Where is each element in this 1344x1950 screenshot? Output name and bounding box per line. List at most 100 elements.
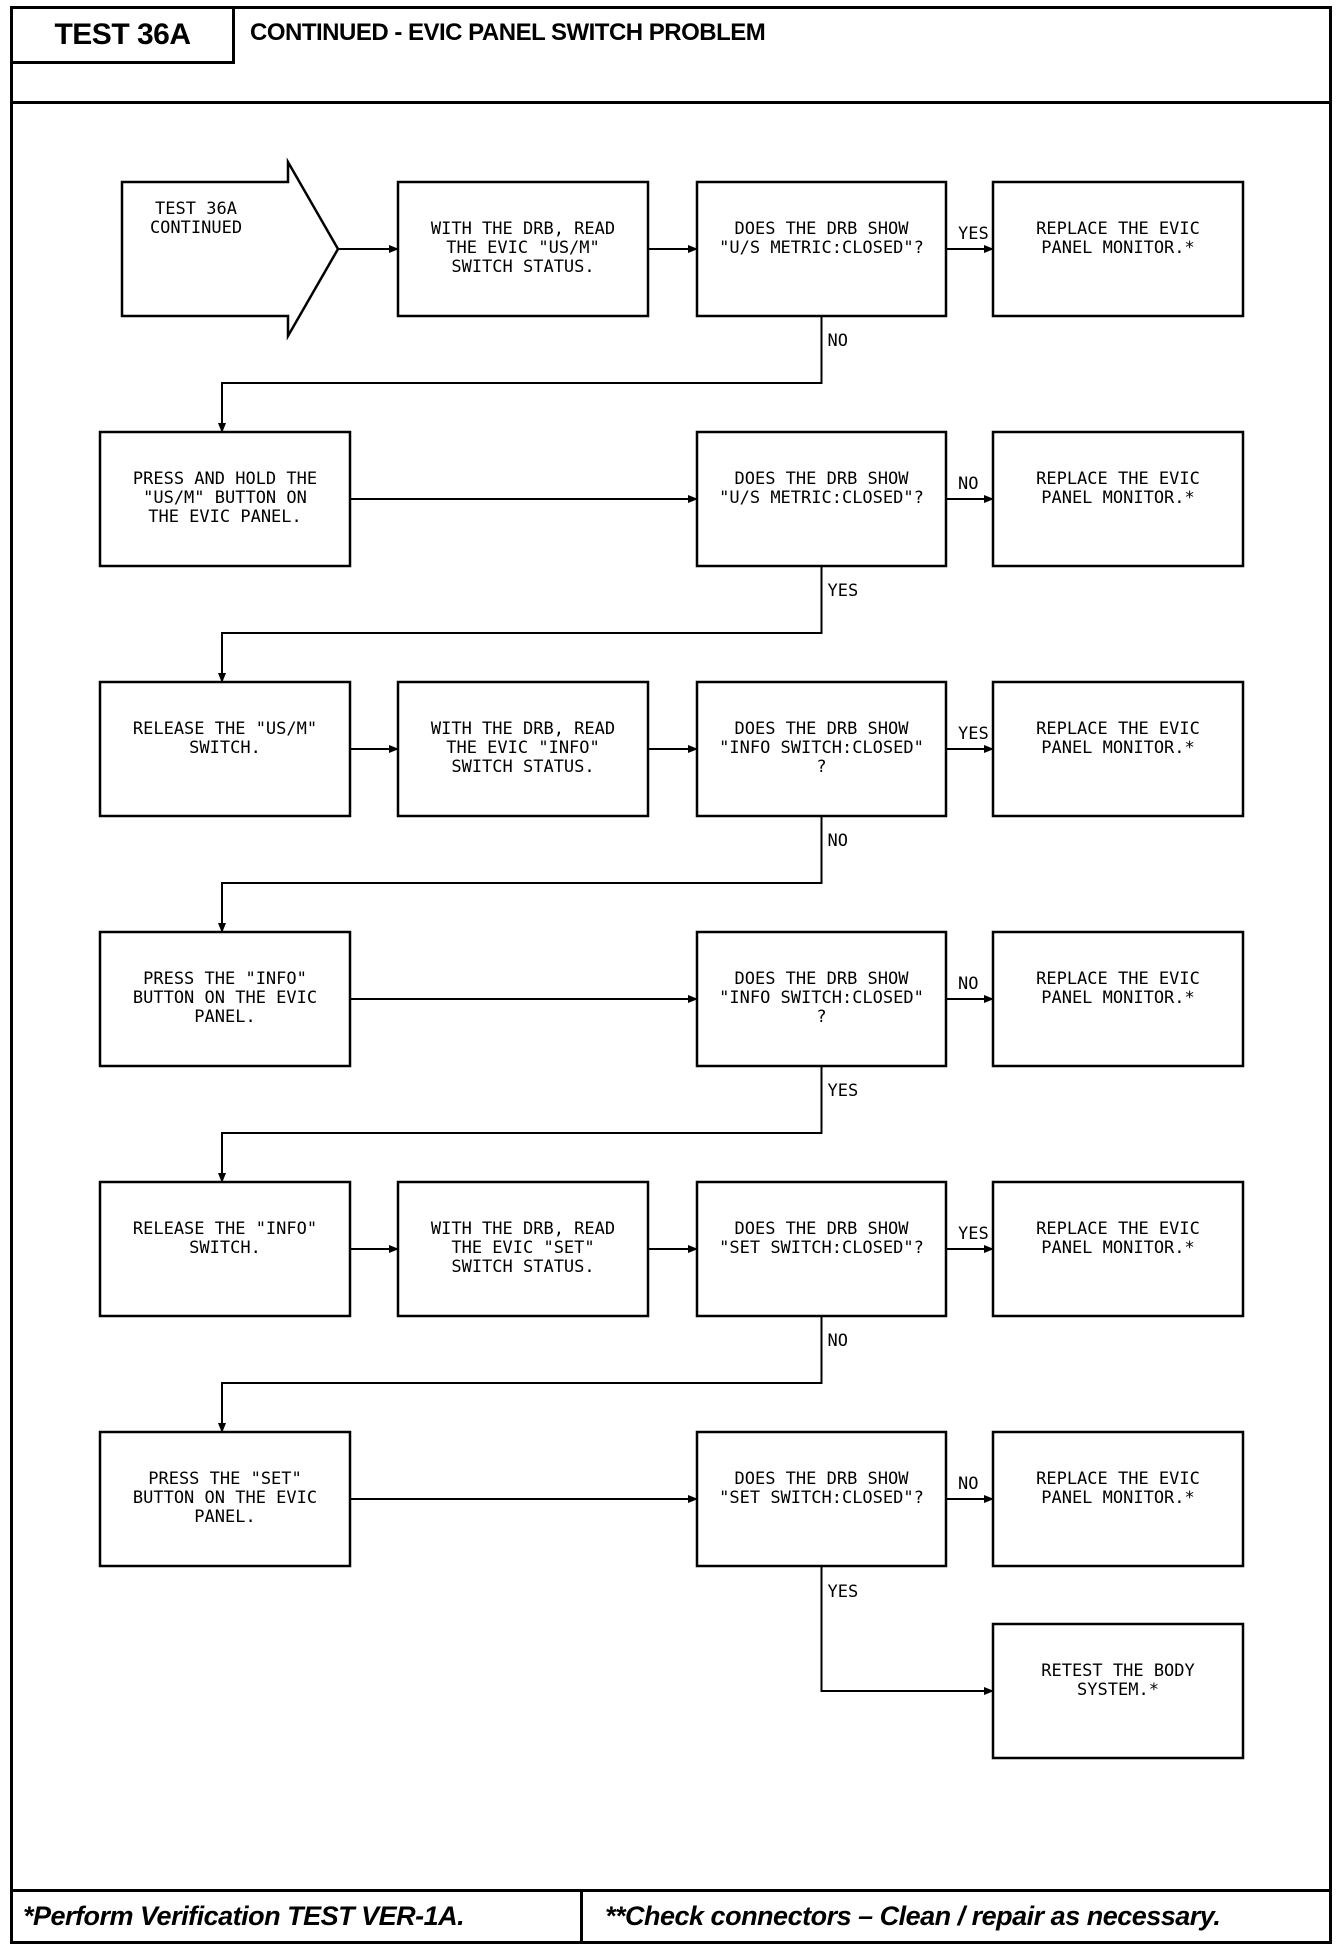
- flow-node-r6-q: DOES THE DRB SHOW"SET SWITCH:CLOSED"?: [695, 1430, 948, 1568]
- node-text-line: THE EVIC "US/M": [446, 238, 600, 258]
- node-text-line: BUTTON ON THE EVIC: [133, 1488, 317, 1508]
- test-id-label: TEST 36A: [13, 9, 235, 64]
- node-text-line: PANEL.: [194, 1007, 255, 1027]
- node-text-line: REPLACE THE EVIC: [1036, 1469, 1200, 1489]
- page-footer: *Perform Verification TEST VER-1A. **Che…: [13, 1889, 1329, 1941]
- node-text-line: SYSTEM.*: [1077, 1680, 1159, 1700]
- edge-no-to-next: [218, 1316, 823, 1433]
- node-text-line: "SET SWITCH:CLOSED"?: [719, 1238, 924, 1258]
- edge-label-r4-yes: YES: [828, 1081, 859, 1101]
- page-title: CONTINUED - EVIC PANEL SWITCH PROBLEM: [250, 19, 766, 46]
- flow-node-r3-q: DOES THE DRB SHOW"INFO SWITCH:CLOSED"?: [695, 680, 948, 818]
- node-text-line: "SET SWITCH:CLOSED"?: [719, 1488, 924, 1508]
- edge-no-to-next: [218, 316, 823, 433]
- node-text-line: PANEL MONITOR.*: [1041, 1238, 1195, 1258]
- node-text-line: DOES THE DRB SHOW: [735, 719, 910, 739]
- footer-connectors-note: **Check connectors – Clean / repair as n…: [605, 1901, 1221, 1931]
- node-text-line: SWITCH.: [189, 738, 261, 758]
- footer-verification-note: *Perform Verification TEST VER-1A.: [13, 1892, 583, 1941]
- node-text-line: WITH THE DRB, READ: [431, 219, 615, 239]
- edge-label-r1-no: NO: [828, 331, 848, 351]
- node-text-line: PANEL MONITOR.*: [1041, 988, 1195, 1008]
- node-text-line: REPLACE THE EVIC: [1036, 219, 1200, 239]
- node-text-line: DOES THE DRB SHOW: [735, 469, 910, 489]
- edge-label-r3-yes: YES: [958, 724, 989, 744]
- node-text-line: PANEL MONITOR.*: [1041, 738, 1195, 758]
- edge-label-r1-yes: YES: [958, 224, 989, 244]
- edge-label-r6-yes: YES: [828, 1582, 859, 1602]
- edge-no-to-next: [218, 816, 823, 933]
- node-text-line: WITH THE DRB, READ: [431, 1219, 615, 1239]
- flow-node-r3-release: RELEASE THE "US/M"SWITCH.: [98, 680, 352, 818]
- node-text-line: PRESS THE "SET": [148, 1469, 302, 1489]
- edge-yes-to-next: [218, 1066, 823, 1183]
- node-text-line: SWITCH.: [189, 1238, 261, 1258]
- node-text-line: ?: [816, 757, 826, 777]
- node-text-line: PANEL.: [194, 1507, 255, 1527]
- edge-label-r6-no: NO: [958, 1474, 978, 1494]
- node-text-line: "U/S METRIC:CLOSED"?: [719, 488, 924, 508]
- edge-label-r5-no: NO: [828, 1331, 848, 1351]
- edge-label-r3-no: NO: [828, 831, 848, 851]
- node-text-line: WITH THE DRB, READ: [431, 719, 615, 739]
- node-text-line: "US/M" BUTTON ON: [143, 488, 307, 508]
- node-text-line: PANEL MONITOR.*: [1041, 1488, 1195, 1508]
- node-text-line: PRESS AND HOLD THE: [133, 469, 317, 489]
- edge-yes-to-next: [218, 566, 823, 683]
- node-text-line: REPLACE THE EVIC: [1036, 469, 1200, 489]
- node-text-line: REPLACE THE EVIC: [1036, 1219, 1200, 1239]
- node-text-line: TEST 36A: [155, 199, 237, 219]
- node-text-line: RELEASE THE "US/M": [133, 719, 317, 739]
- node-text-line: DOES THE DRB SHOW: [735, 1219, 910, 1239]
- test-page: TEST 36A CONTINUED - EVIC PANEL SWITCH P…: [10, 6, 1332, 1944]
- flow-node-r5-release: RELEASE THE "INFO"SWITCH.: [98, 1180, 352, 1318]
- node-text-line: PANEL MONITOR.*: [1041, 488, 1195, 508]
- node-text-line: ?: [816, 1007, 826, 1027]
- node-text-line: "INFO SWITCH:CLOSED": [719, 738, 924, 758]
- node-text-line: DOES THE DRB SHOW: [735, 219, 910, 239]
- node-text-line: THE EVIC "SET": [451, 1238, 594, 1258]
- node-text-line: SWITCH STATUS.: [451, 1257, 594, 1277]
- edge-label-r4-no: NO: [958, 974, 978, 994]
- node-text-line: THE EVIC PANEL.: [148, 507, 302, 527]
- edge-yes-to-retest: [820, 1566, 994, 1695]
- page-header: TEST 36A CONTINUED - EVIC PANEL SWITCH P…: [13, 9, 1329, 104]
- node-text-line: PANEL MONITOR.*: [1041, 238, 1195, 258]
- node-text-line: DOES THE DRB SHOW: [735, 1469, 910, 1489]
- flow-node-r4-q: DOES THE DRB SHOW"INFO SWITCH:CLOSED"?: [695, 930, 948, 1068]
- node-text-line: PRESS THE "INFO": [143, 969, 307, 989]
- edge-label-r2-no: NO: [958, 474, 978, 494]
- node-text-line: REPLACE THE EVIC: [1036, 969, 1200, 989]
- node-text-line: RELEASE THE "INFO": [133, 1219, 317, 1239]
- node-text-line: REPLACE THE EVIC: [1036, 719, 1200, 739]
- node-text-line: CONTINUED: [150, 218, 242, 238]
- flow-node-r5-q: DOES THE DRB SHOW"SET SWITCH:CLOSED"?: [695, 1180, 948, 1318]
- node-text-line: DOES THE DRB SHOW: [735, 969, 910, 989]
- flow-node-r2-q: DOES THE DRB SHOW"U/S METRIC:CLOSED"?: [695, 430, 948, 568]
- flow-node-r1-q: DOES THE DRB SHOW"U/S METRIC:CLOSED"?: [695, 180, 948, 318]
- node-text-line: THE EVIC "INFO": [446, 738, 600, 758]
- edge-label-r2-yes: YES: [828, 581, 859, 601]
- node-text-line: RETEST THE BODY: [1041, 1661, 1195, 1681]
- edge-label-r5-yes: YES: [958, 1224, 989, 1244]
- node-text-line: "U/S METRIC:CLOSED"?: [719, 238, 924, 258]
- node-text-line: BUTTON ON THE EVIC: [133, 988, 317, 1008]
- node-text-line: SWITCH STATUS.: [451, 757, 594, 777]
- node-text-line: SWITCH STATUS.: [451, 257, 594, 277]
- node-text-line: "INFO SWITCH:CLOSED": [719, 988, 924, 1008]
